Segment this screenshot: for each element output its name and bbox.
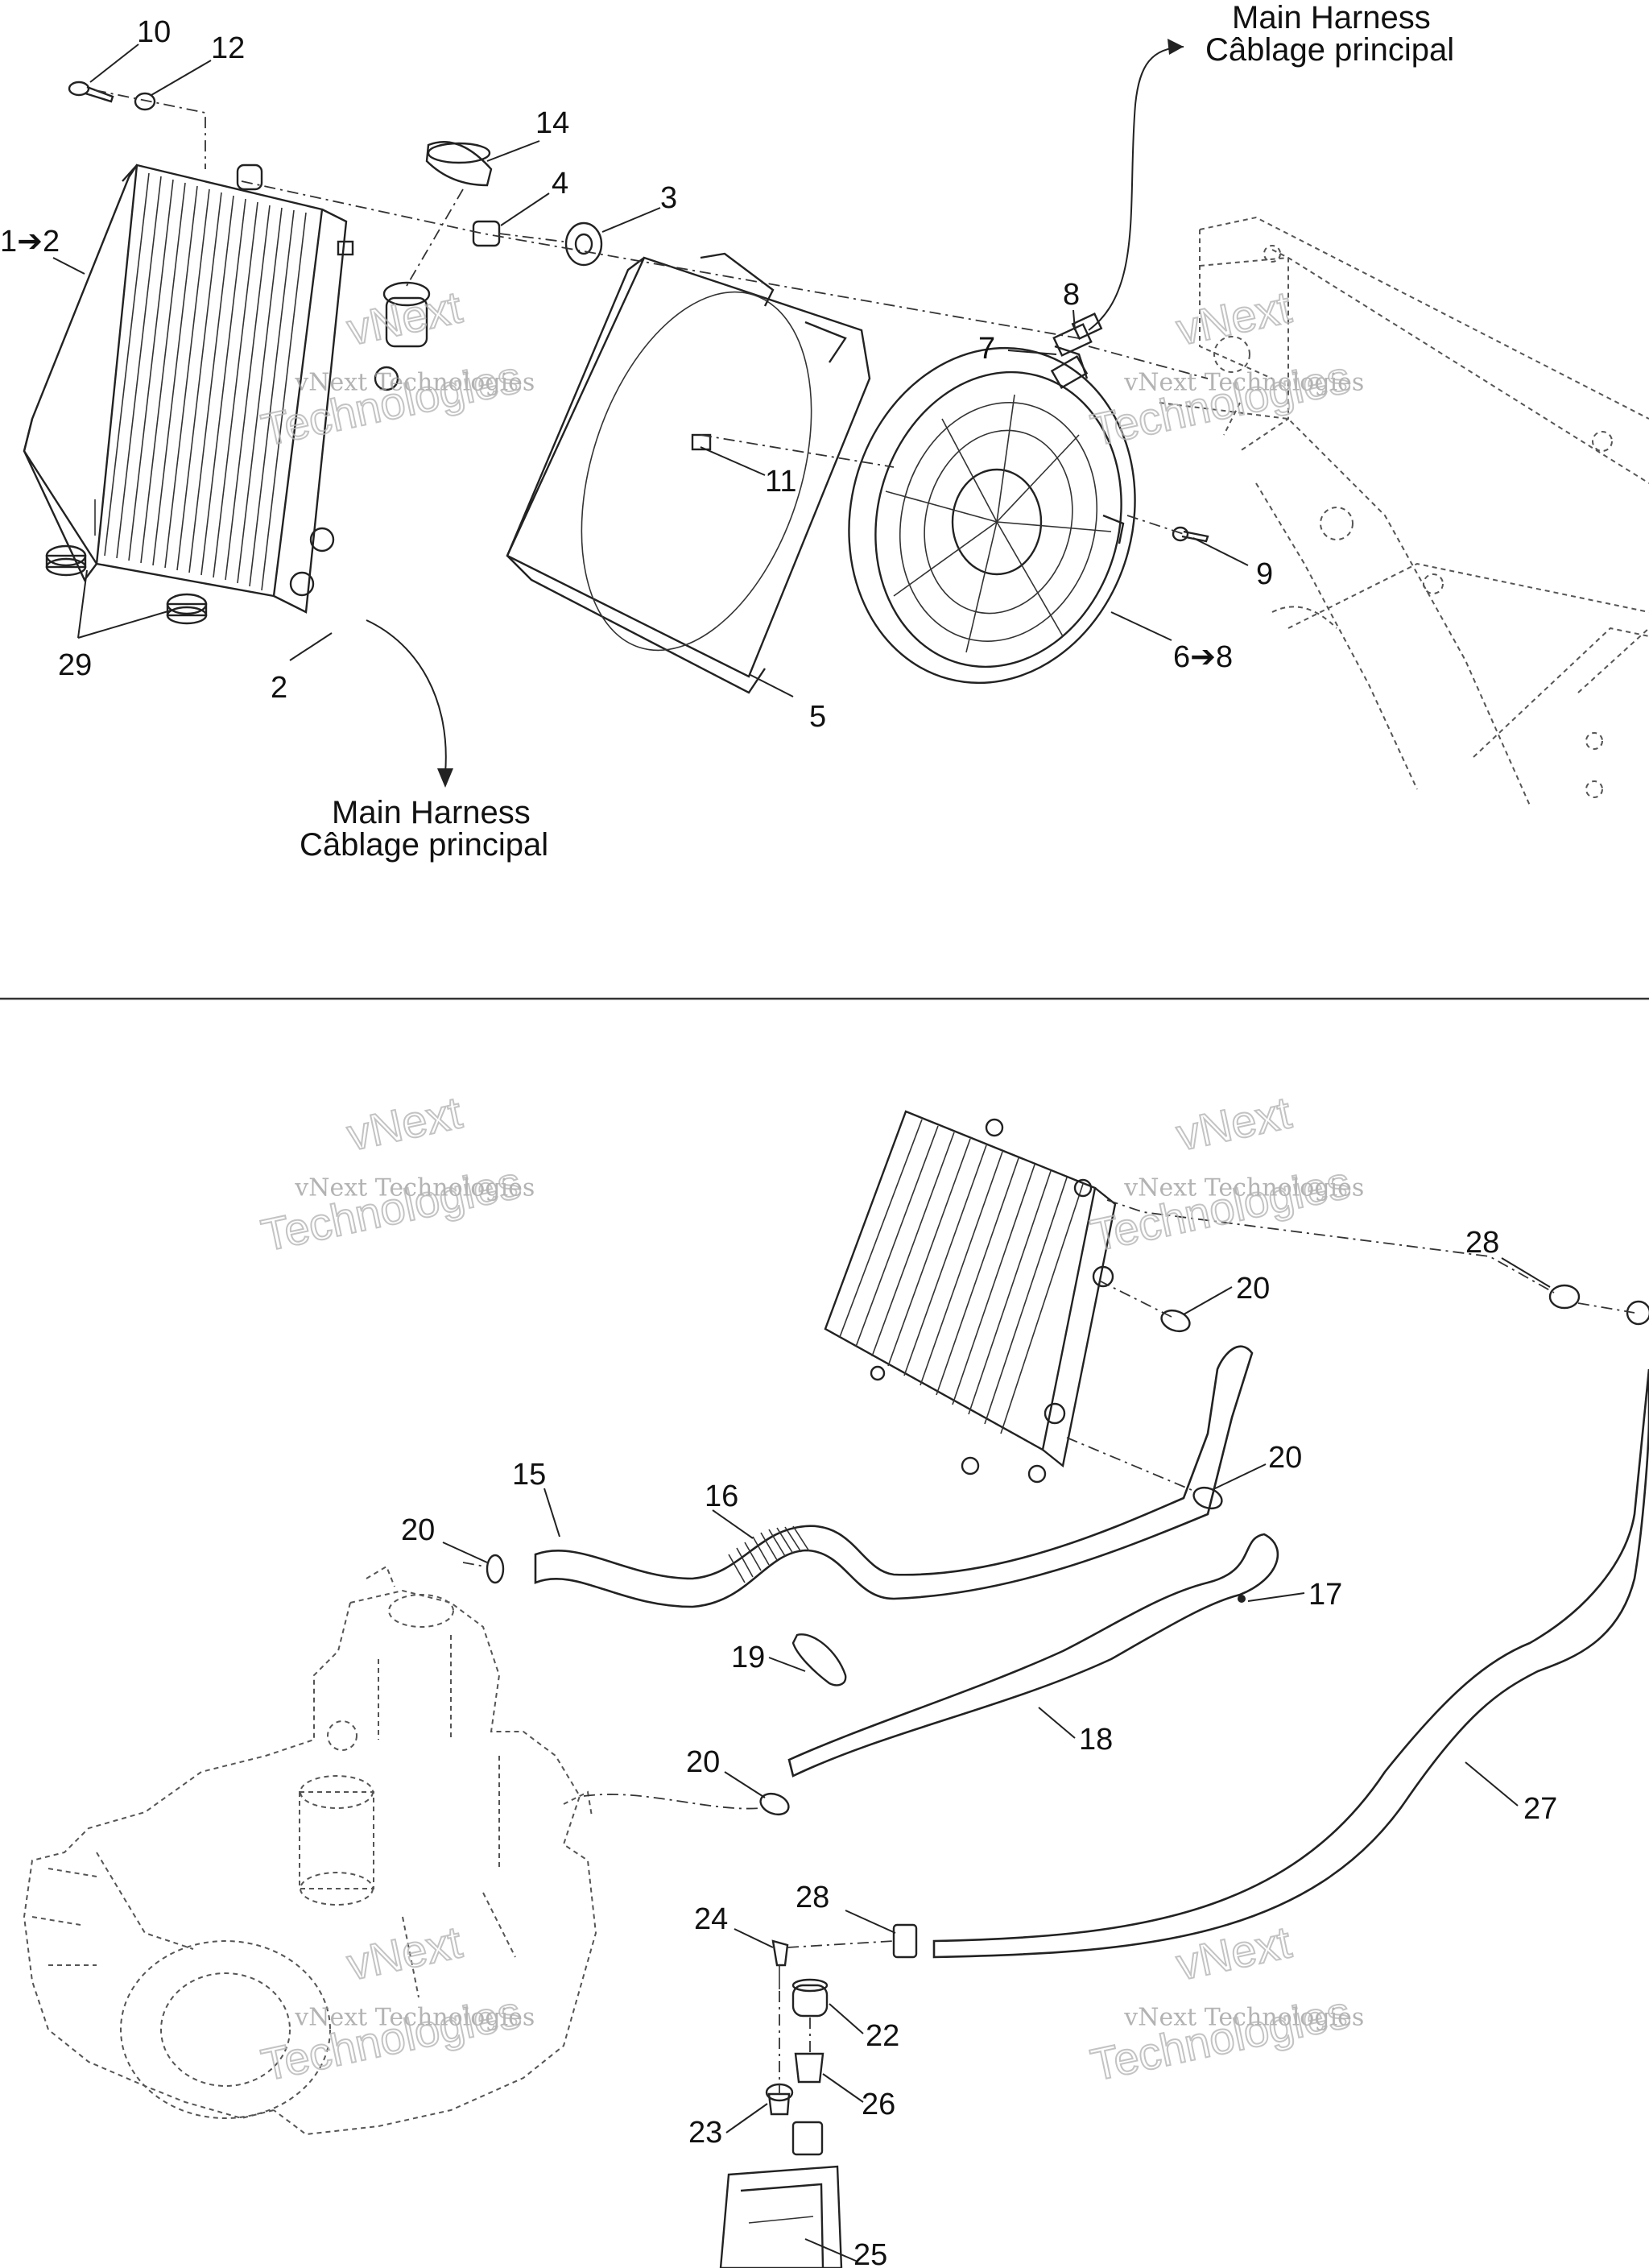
assembly-lines-top (94, 89, 1209, 535)
svg-text:vNext: vNext (343, 1086, 467, 1160)
coolant-reservoir (719, 2121, 843, 2268)
label-20-a: 20 (1236, 1272, 1270, 1306)
svg-text:Technologies: Technologies (257, 351, 525, 456)
svg-text:vNext: vNext (1172, 1086, 1296, 1160)
radiator-cap (425, 141, 493, 187)
harness-note-top-en: Main Harness (1232, 0, 1431, 35)
engine-outline (23, 1565, 597, 2136)
leader-lines-top (52, 43, 1249, 697)
label-28-b: 28 (796, 1881, 829, 1914)
lower-hose (787, 1533, 1279, 1778)
label-10: 10 (137, 15, 171, 49)
label-7: 7 (978, 332, 995, 366)
label-15: 15 (512, 1458, 546, 1492)
label-20-b: 20 (1268, 1441, 1302, 1475)
svg-text:vNext Technologies: vNext Technologies (294, 369, 535, 397)
label-17: 17 (1308, 1578, 1342, 1612)
rubber-feet (45, 499, 208, 625)
label-4: 4 (552, 167, 568, 201)
label-20-c: 20 (401, 1513, 435, 1547)
label-14: 14 (535, 106, 569, 140)
label-11: 11 (765, 465, 796, 499)
label-16: 16 (705, 1480, 738, 1513)
svg-text:vNext Technologies: vNext Technologies (1123, 369, 1364, 397)
radiator-bottom (824, 1110, 1117, 1484)
label-28-a: 28 (1465, 1226, 1499, 1260)
screw-and-washer (68, 81, 156, 111)
electric-fan (848, 345, 1136, 685)
svg-text:vNext Technologies: vNext Technologies (1123, 1174, 1364, 1202)
harness-note-bottom-fr: Câblage principal (300, 827, 548, 863)
watermark-5: vNext vNext Technologies Technologies (256, 1915, 535, 2091)
label-2: 2 (271, 671, 287, 705)
label-29: 29 (58, 648, 92, 682)
hose-clips (892, 1284, 1649, 1959)
label-5: 5 (809, 700, 826, 734)
svg-text:Technologies: Technologies (257, 1157, 525, 1261)
svg-text:vNext: vNext (343, 281, 467, 354)
label-25: 25 (853, 2238, 887, 2268)
svg-text:vNext Technologies: vNext Technologies (1123, 2004, 1364, 2032)
vehicle-frame-top (1159, 216, 1649, 806)
fan-shroud (506, 252, 871, 694)
harness-note-bottom-en: Main Harness (332, 795, 531, 830)
label-23: 23 (688, 2116, 722, 2150)
label-24: 24 (694, 1902, 728, 1936)
watermark-4: vNext vNext Technologies Technologies (1085, 1086, 1364, 1261)
watermark-3: vNext vNext Technologies Technologies (256, 1086, 535, 1261)
svg-text:vNext Technologies: vNext Technologies (294, 2004, 535, 2032)
svg-text:vNext: vNext (1172, 281, 1296, 354)
label-6-8: 6➔8 (1173, 640, 1233, 674)
svg-text:vNext Technologies: vNext Technologies (294, 1174, 535, 1202)
label-20-d: 20 (686, 1745, 720, 1779)
label-9: 9 (1256, 557, 1273, 591)
upper-hose (534, 1345, 1254, 1608)
harness-note-top-fr: Câblage principal (1205, 32, 1454, 68)
leader-lines-bottom (442, 1257, 1551, 2262)
fan-screws (1172, 526, 1209, 543)
label-22: 22 (866, 2019, 899, 2053)
label-3: 3 (660, 181, 677, 215)
watermark-1: vNext vNext Technologies Technologies (256, 280, 535, 456)
svg-text:Technologies: Technologies (257, 1986, 525, 2091)
label-27: 27 (1523, 1792, 1557, 1826)
grommets (472, 220, 603, 267)
svg-text:Technologies: Technologies (1086, 351, 1354, 456)
svg-text:Technologies: Technologies (1086, 1157, 1354, 1261)
label-19: 19 (731, 1641, 765, 1674)
harness-arrows (366, 39, 1184, 788)
thermostat-seal (791, 1633, 847, 1687)
svg-text:Technologies: Technologies (1086, 1986, 1354, 2091)
label-18: 18 (1079, 1723, 1113, 1757)
reservoir-parts (765, 1939, 829, 2116)
label-8: 8 (1063, 278, 1080, 312)
label-26: 26 (862, 2088, 895, 2121)
overflow-hose (932, 1368, 1649, 1959)
label-1-2: 1➔2 (0, 225, 60, 259)
radiator-top (23, 163, 431, 614)
svg-text:vNext: vNext (343, 1916, 467, 1989)
assembly-lines-bottom (462, 1199, 1635, 2094)
hose-clamps (486, 1309, 1223, 1816)
label-12: 12 (211, 31, 245, 65)
